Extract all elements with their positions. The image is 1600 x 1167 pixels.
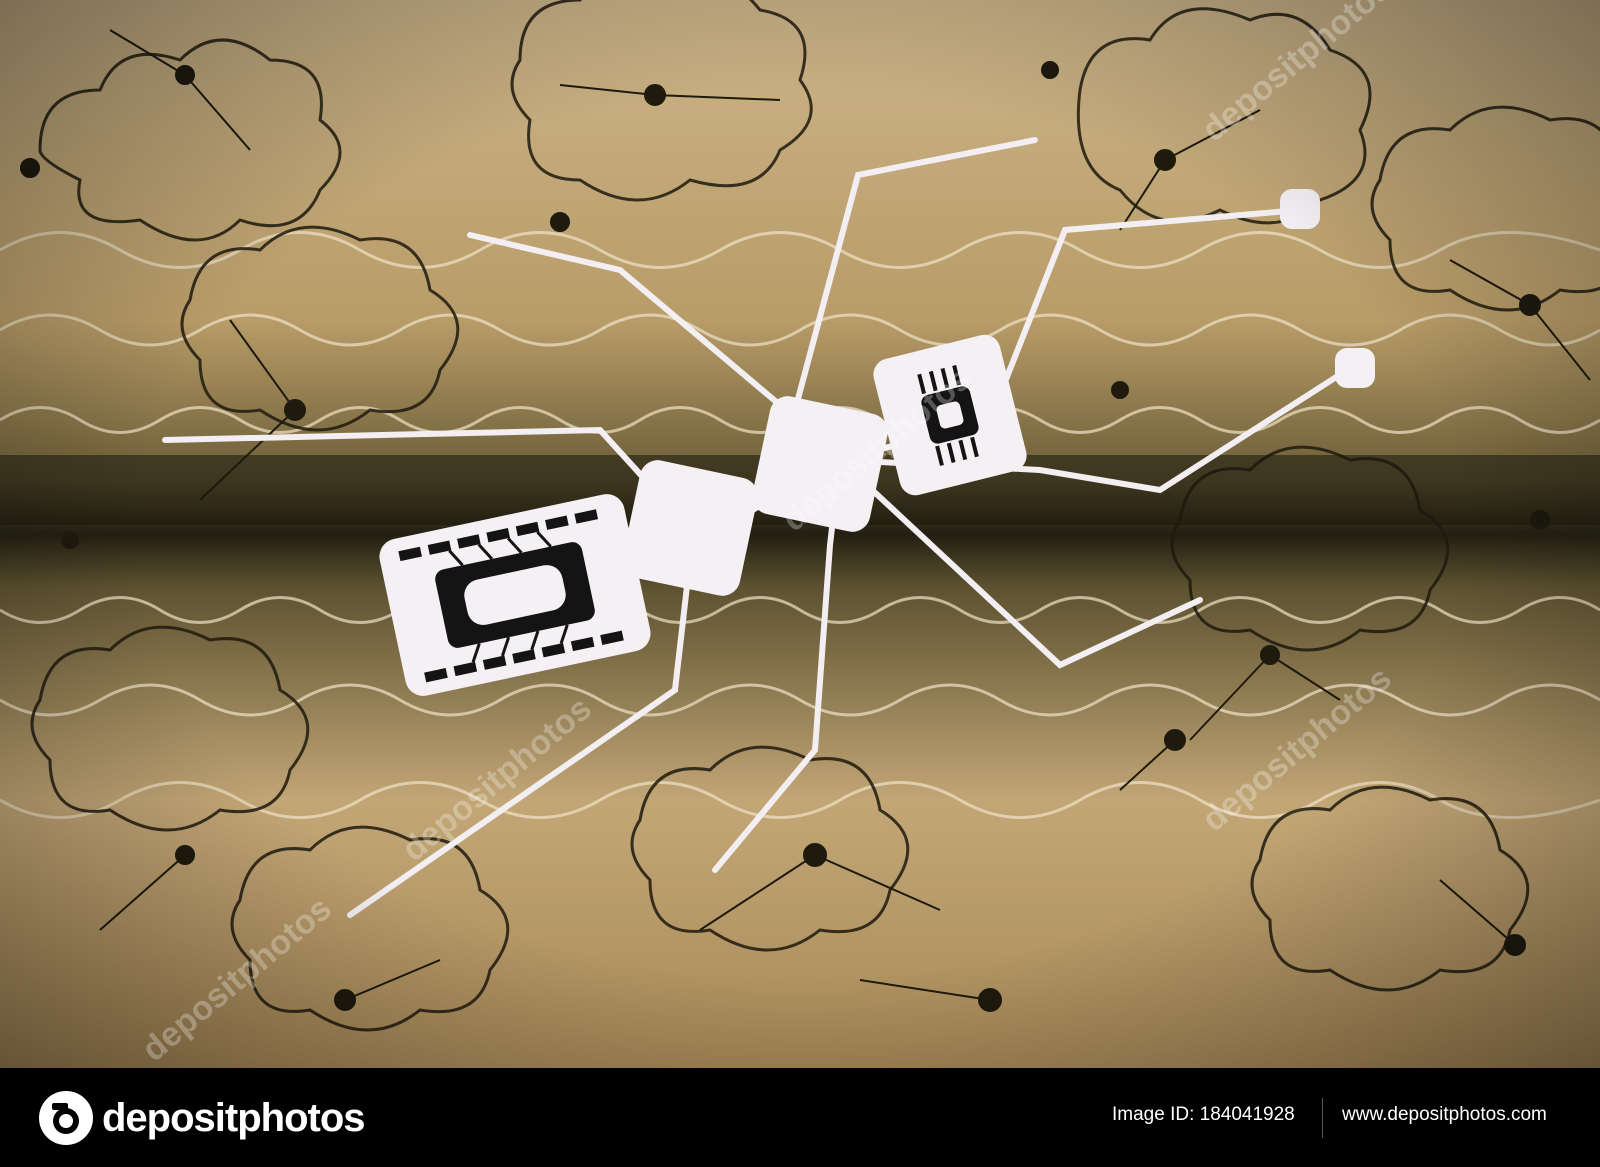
stock-photo: depositphotos depositphotos depositphoto… (0, 0, 1600, 1068)
site-url-link[interactable]: www.depositphotos.com (1342, 1104, 1547, 1125)
stock-footer-bar: depositphotos Image ID: 184041928 www.de… (0, 1068, 1600, 1167)
photo-artwork (0, 0, 1600, 1068)
brand-name: depositphotos (102, 1095, 366, 1140)
image-id-label: Image ID: 184041928 (1112, 1104, 1295, 1125)
vignette (0, 0, 1600, 1068)
depositphotos-logo[interactable]: depositphotos (38, 1089, 366, 1147)
footer-divider (1322, 1098, 1323, 1138)
camera-logo-icon (39, 1091, 93, 1145)
